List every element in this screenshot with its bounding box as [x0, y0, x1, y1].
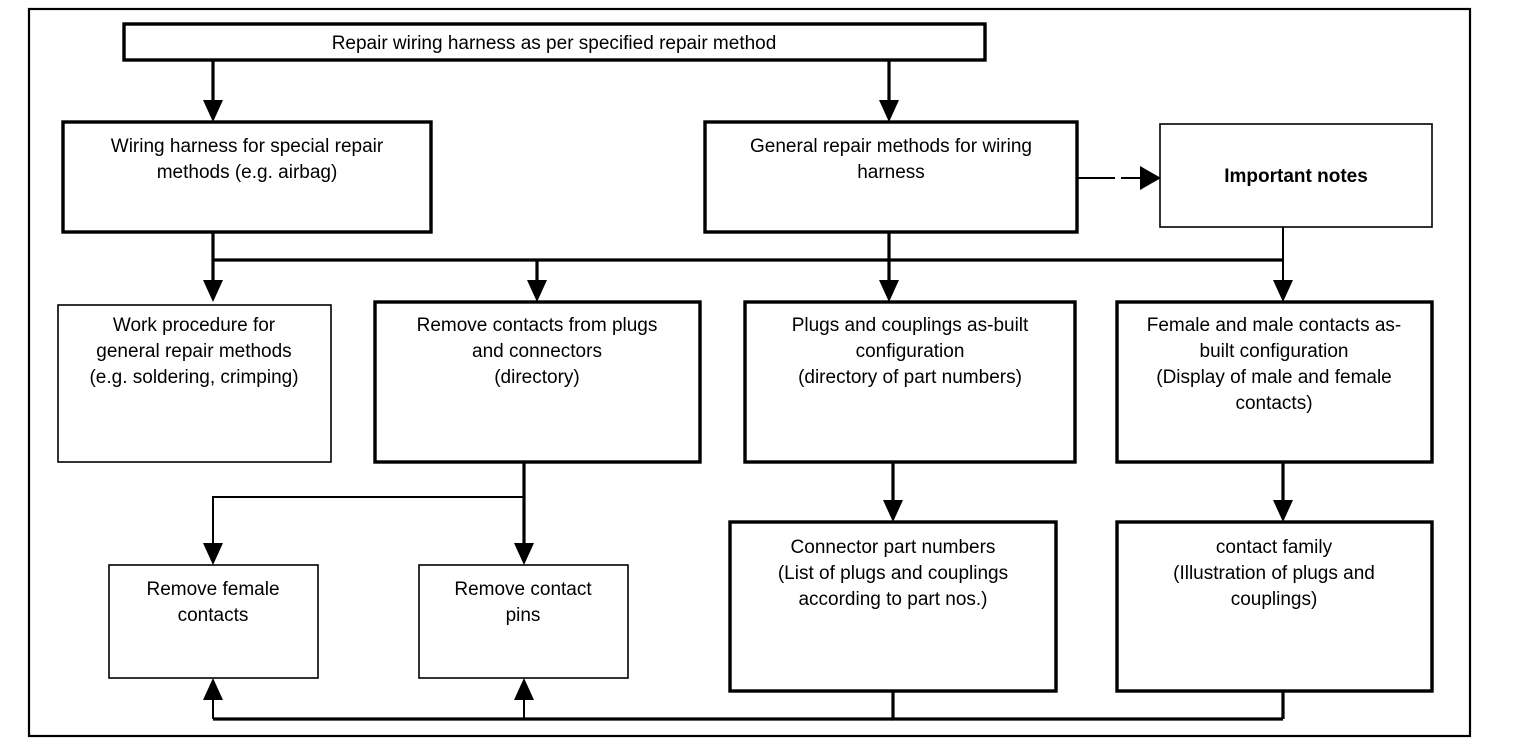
node-connector-part-numbers[interactable]: Connector part numbers (List of plugs an…	[728, 520, 1058, 693]
node-contact-family-line-1: contact family	[1216, 537, 1333, 558]
node-general-repair-methods-line-2: harness	[857, 162, 925, 183]
node-remove-female-contacts-line-2: contacts	[178, 605, 249, 626]
node-important-notes-box[interactable]	[1159, 123, 1433, 228]
arrowhead-general-repair-to-important-notes	[1140, 166, 1161, 190]
arrowhead-to-remove-contact-pins	[514, 543, 534, 565]
node-important-notes-label: Important notes	[1224, 166, 1368, 187]
arrowhead-to-female-male-contacts	[1273, 280, 1293, 302]
node-plugs-couplings-asbuilt[interactable]: Plugs and couplings as-built configurati…	[743, 300, 1077, 464]
node-connector-part-numbers-line-3: according to part nos.)	[798, 589, 987, 610]
node-remove-contact-pins[interactable]: Remove contact pins	[418, 564, 629, 679]
arrowhead-to-plugs-couplings	[879, 280, 899, 302]
node-repair-wiring-harness-box[interactable]	[122, 22, 987, 62]
node-female-male-contacts-asbuilt-line-2: built configuration	[1200, 341, 1349, 362]
node-connector-part-numbers-box[interactable]	[728, 520, 1058, 693]
connector-remove-contacts-to-remove-female	[212, 496, 524, 555]
node-contact-family-line-3: couplings)	[1231, 589, 1318, 610]
node-general-repair-methods[interactable]: General repair methods for wiring harnes…	[703, 120, 1079, 234]
node-female-male-contacts-asbuilt-line-4: contacts)	[1235, 393, 1312, 414]
node-plugs-couplings-asbuilt-box[interactable]	[743, 300, 1077, 464]
arrowhead-to-remove-contacts-plugs	[527, 280, 547, 302]
node-contact-family[interactable]: contact family (Illustration of plugs an…	[1115, 520, 1434, 693]
node-work-procedure-line-3: (e.g. soldering, crimping)	[89, 367, 298, 388]
node-remove-contact-pins-line-2: pins	[506, 605, 541, 626]
node-female-male-contacts-asbuilt-line-1: Female and male contacts as-	[1147, 315, 1402, 336]
node-work-procedure-line-1: Work procedure for	[113, 315, 276, 336]
node-remove-contact-pins-box[interactable]	[418, 564, 629, 679]
node-remove-contacts-plugs-line-1: Remove contacts from plugs	[417, 315, 658, 336]
node-general-repair-methods-line-1: General repair methods for wiring	[750, 136, 1032, 157]
node-remove-contacts-plugs-line-3: (directory)	[494, 367, 580, 388]
connector-connector-part-numbers-feedback	[891, 691, 1283, 721]
node-remove-female-contacts-line-1: Remove female	[146, 579, 279, 600]
arrowhead-feedback-to-remove-pins	[514, 678, 534, 700]
node-remove-female-contacts[interactable]: Remove female contacts	[108, 564, 319, 679]
node-work-procedure-line-2: general repair methods	[96, 341, 291, 362]
node-work-procedure-box[interactable]	[57, 304, 332, 463]
arrowhead-to-remove-female-contacts	[203, 543, 223, 565]
arrowhead-to-contact-family	[1273, 500, 1293, 522]
arrowhead-title-to-wiring-harness	[203, 100, 223, 122]
arrowhead-to-work-procedure	[203, 280, 223, 302]
node-plugs-couplings-asbuilt-line-2: configuration	[856, 341, 965, 362]
node-remove-contacts-plugs[interactable]: Remove contacts from plugs and connector…	[373, 300, 702, 464]
node-contact-family-box[interactable]	[1115, 520, 1434, 693]
node-female-male-contacts-asbuilt[interactable]: Female and male contacts as- built confi…	[1115, 300, 1434, 464]
node-repair-wiring-harness-label: Repair wiring harness as per specified r…	[332, 33, 777, 54]
node-general-repair-methods-box[interactable]	[703, 120, 1079, 234]
node-wiring-harness-special-line-1: Wiring harness for special repair	[111, 136, 384, 157]
node-remove-contact-pins-line-1: Remove contact	[454, 579, 592, 600]
node-connector-part-numbers-line-2: (List of plugs and couplings	[778, 563, 1008, 584]
node-remove-contacts-plugs-box[interactable]	[373, 300, 702, 464]
node-wiring-harness-special-box[interactable]	[61, 120, 433, 234]
arrowhead-feedback-to-remove-female	[203, 678, 223, 700]
diagram-frame	[27, 7, 1472, 738]
node-female-male-contacts-asbuilt-box[interactable]	[1115, 300, 1434, 464]
node-connector-part-numbers-line-1: Connector part numbers	[791, 537, 996, 558]
arrowhead-to-connector-part-numbers	[883, 500, 903, 522]
node-important-notes[interactable]: Important notes	[1159, 123, 1433, 228]
node-work-procedure[interactable]: Work procedure for general repair method…	[57, 304, 332, 463]
node-contact-family-line-2: (Illustration of plugs and	[1173, 563, 1375, 584]
connector-layer	[203, 58, 1293, 721]
node-wiring-harness-special[interactable]: Wiring harness for special repair method…	[61, 120, 433, 234]
arrowhead-title-to-general-repair	[879, 100, 899, 122]
node-remove-contacts-plugs-line-2: and connectors	[472, 341, 602, 362]
node-wiring-harness-special-line-2: methods (e.g. airbag)	[157, 162, 338, 183]
node-plugs-couplings-asbuilt-line-1: Plugs and couplings as-built	[792, 315, 1029, 336]
node-plugs-couplings-asbuilt-line-3: (directory of part numbers)	[798, 367, 1022, 388]
node-remove-female-contacts-box[interactable]	[108, 564, 319, 679]
node-female-male-contacts-asbuilt-line-3: (Display of male and female	[1156, 367, 1392, 388]
node-repair-wiring-harness[interactable]: Repair wiring harness as per specified r…	[122, 22, 987, 62]
